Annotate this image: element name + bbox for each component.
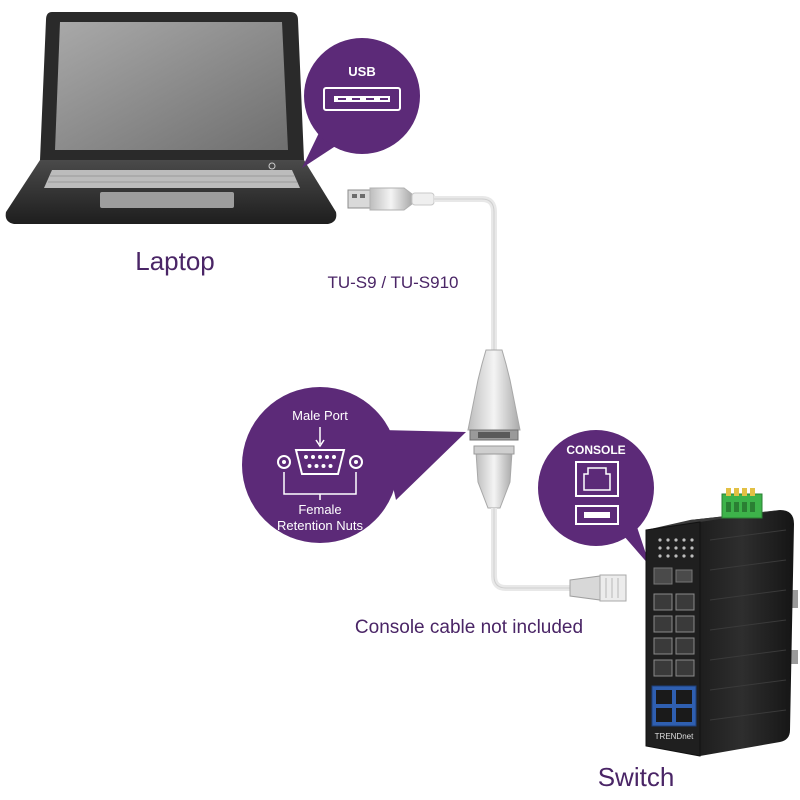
laptop-label: Laptop [135, 246, 215, 276]
serial-callout-pointer [380, 430, 466, 500]
switch-fins [709, 529, 787, 721]
db9-port-icon [294, 449, 346, 475]
switch-console-usb-port [675, 569, 693, 583]
retention-nut-right-icon [349, 455, 363, 469]
switch-side-panel [690, 510, 794, 756]
usb-port-icon [323, 87, 401, 111]
switch-ethernet-ports [653, 593, 695, 677]
usb-callout: USB [302, 38, 420, 168]
console-callout-circle [538, 430, 654, 546]
rj45-port-icon [575, 461, 619, 497]
switch-brand-label: TRENDnet [655, 732, 694, 741]
retention-nut-left-icon [277, 455, 291, 469]
switch-label: Switch [598, 762, 675, 792]
laptop-touchpad [100, 192, 234, 208]
laptop-keyboard [44, 170, 300, 188]
switch-status-leds [658, 538, 694, 558]
rj45-plug [599, 574, 627, 602]
serial-port-callout: Male Port Female Retention Nuts [242, 387, 466, 543]
serial-callout-circle [242, 387, 398, 543]
power-terminal-block [721, 488, 763, 519]
laptop [5, 12, 337, 224]
male-port-label: Male Port [292, 408, 348, 423]
din-rail-clip [790, 590, 798, 608]
console-callout: CONSOLE [538, 430, 654, 566]
usb-console-port-icon [575, 505, 619, 525]
power-icon [268, 162, 276, 170]
industrial-switch: TRENDnet [645, 488, 798, 757]
usb-plug-metal [347, 189, 371, 209]
serial-adapter-body [467, 349, 521, 431]
retention-nuts-label: Retention Nuts [277, 518, 363, 533]
switch-sfp-ports [651, 685, 697, 727]
laptop-keyboard-rows [48, 175, 297, 183]
usb-serial-cable [347, 187, 627, 602]
usb-callout-title: USB [348, 64, 375, 79]
rj45-boot [569, 575, 601, 601]
laptop-screen [55, 22, 288, 150]
console-callout-title: CONSOLE [566, 443, 625, 457]
console-cable-plug [475, 451, 513, 509]
cable-model-label: TU-S9 / TU-S910 [327, 273, 458, 292]
usb-plug-housing [369, 187, 413, 211]
switch-console-rj45-port [653, 567, 673, 585]
female-label: Female [298, 502, 341, 517]
usb-strain-relief [411, 192, 435, 206]
console-cable-note: Console cable not included [355, 617, 583, 638]
